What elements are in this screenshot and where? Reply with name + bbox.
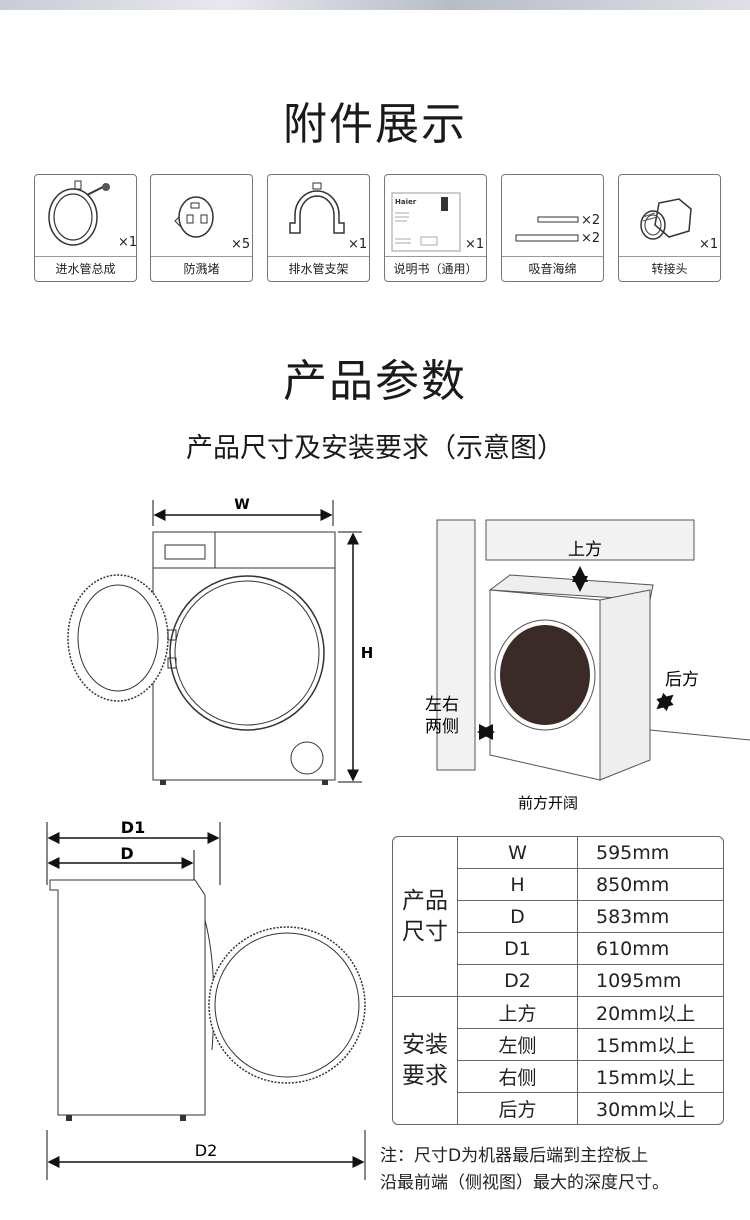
quantity: ×2 [581,231,601,246]
spec-key: H [458,869,578,901]
front-view-drawing: W H [67,497,374,785]
sound-foam-icon [515,216,579,242]
accessory-splash-plug: ×5 防溅堵 [150,174,253,282]
note-line: 注：尺寸D为机器最后端到主控板上 [380,1146,649,1166]
d-label: D [120,844,133,863]
d2-label: D2 [195,1141,218,1160]
accessory-label: 吸音海绵 [502,256,603,281]
install-group-label: 安装要求 [393,997,458,1124]
spec-value: 15mm以上 [578,1029,723,1061]
spec-key: W [458,837,578,869]
spec-value: 15mm以上 [578,1061,723,1093]
quantity: ×2 [581,213,601,228]
spec-key: 后方 [458,1093,578,1124]
sides-clearance-label-2: 两侧 [425,717,459,737]
quantity: ×1 [118,235,138,250]
spec-key: D1 [458,933,578,965]
spec-key: 右侧 [458,1061,578,1093]
size-group-label: 产品尺寸 [393,837,458,997]
accessory-label: 进水管总成 [35,256,136,281]
spec-value: 595mm [578,837,723,869]
spec-key: 左侧 [458,1029,578,1061]
spec-value: 583mm [578,901,723,933]
inlet-hose-icon [48,180,110,246]
width-label: W [234,497,249,513]
accessory-manual: Haier ×1 说明书（通用） [384,174,487,282]
drain-bracket-icon [289,182,345,234]
top-banner-strip [0,0,750,10]
spec-value: 610mm [578,933,723,965]
quantity: ×1 [465,237,485,252]
spec-value: 30mm以上 [596,1099,696,1121]
accessory-label: 转接头 [619,256,720,281]
accessory-label: 排水管支架 [268,256,369,281]
accessory-inlet-hose: ×1 进水管总成 [34,174,137,282]
table-row: 产品尺寸 W 595mm [393,837,723,997]
svg-text:Haier: Haier [395,198,417,206]
spec-key: D [458,901,578,933]
spec-key: 上方 [458,997,578,1029]
params-title: 产品参数 [283,356,467,407]
splash-plug-icon [174,196,214,238]
quantity: ×1 [348,237,368,252]
accessory-sound-foam: ×2 ×2 吸音海绵 [501,174,604,282]
quantity: ×1 [699,237,719,252]
note-line: 沿最前端（侧视图）最大的深度尺寸。 [380,1173,669,1193]
table-row: 后方 30mm以上 [393,1093,723,1124]
dimension-note: 注：尺寸D为机器最后端到主控板上 沿最前端（侧视图）最大的深度尺寸。 [380,1143,669,1197]
sides-clearance-label: 左右 [425,695,459,715]
d1-label: D1 [121,818,145,837]
spec-value: 1095mm [578,965,723,997]
accessories-title: 附件展示 [283,99,467,150]
front-clearance-label: 前方开阔 [518,794,578,812]
dimension-diagrams: W H 上方 后方 左右 两侧 前方开阔 [46,497,750,1180]
back-clearance-label: 后方 [665,670,699,690]
spec-value: 850mm [578,869,723,901]
spec-value: 20mm以上 [578,997,723,1029]
params-subtitle: 产品尺寸及安装要求（示意图） [186,433,564,464]
spec-key: D2 [458,965,578,997]
quantity: ×5 [231,237,251,252]
adapter-icon [640,198,692,240]
installation-view-drawing: 上方 后方 左右 两侧 前方开阔 [425,519,750,812]
manual-icon: Haier [391,192,461,252]
accessory-label: 说明书（通用） [385,256,486,281]
accessory-drain-bracket: ×1 排水管支架 [267,174,370,282]
table-row: 安装要求 上方 20mm以上 [393,997,723,1124]
accessory-label: 防溅堵 [151,256,252,281]
side-view-drawing: D1 D D2 [46,818,366,1180]
accessory-adapter: ×1 转接头 [618,174,721,282]
height-label: H [361,644,374,662]
top-clearance-label: 上方 [568,540,602,560]
